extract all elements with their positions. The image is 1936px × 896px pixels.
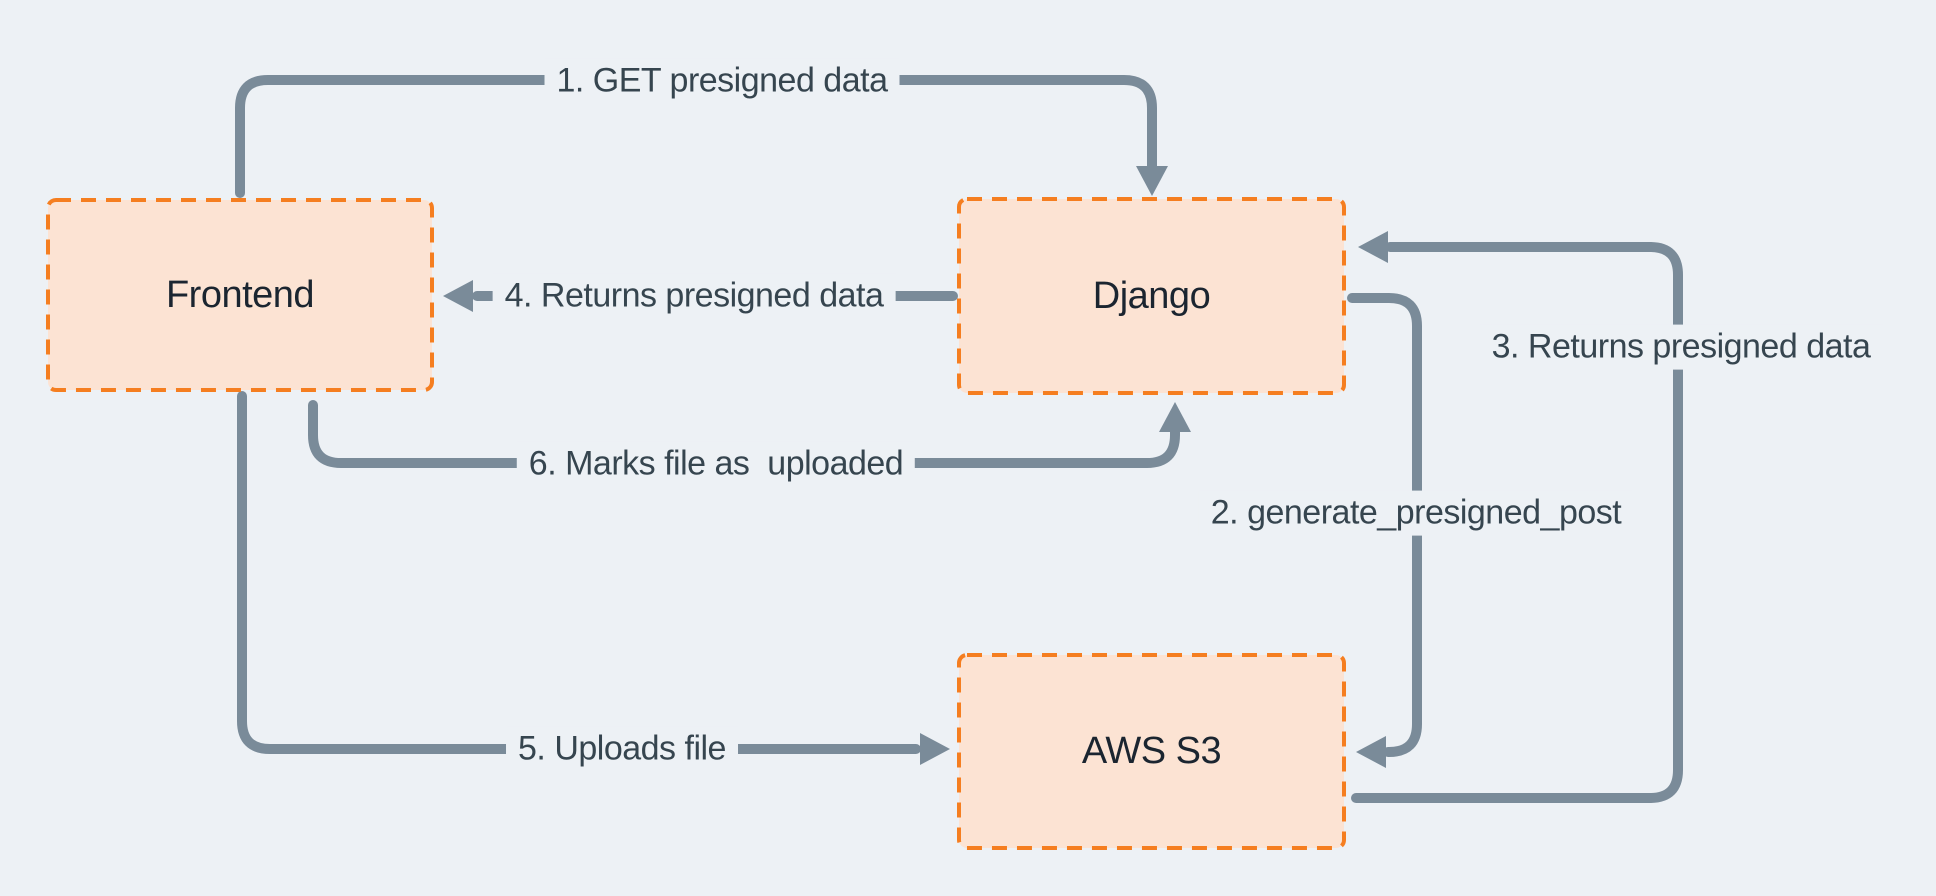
- arrow-4-arrowhead: [443, 280, 473, 312]
- arrow-3-arrowhead: [1358, 231, 1388, 263]
- django-box: [957, 197, 1346, 395]
- arrow-2-arrowhead: [1356, 736, 1386, 768]
- arrow-1-arrowhead: [1136, 166, 1168, 196]
- frontend-box-label: Frontend: [165, 273, 315, 316]
- aws-s3-box: [957, 653, 1346, 850]
- aws-s3-box-label: AWS S3: [1081, 730, 1222, 772]
- arrow-4-label: 4. Returns presigned data: [492, 273, 896, 319]
- arrow-2-label: 2. generate_presigned_post: [1198, 490, 1634, 536]
- arrow-3-line: [1351, 242, 1683, 803]
- arrow-6-label: 6. Marks file as uploaded: [516, 441, 916, 487]
- arrow-5-arrowhead: [920, 733, 950, 765]
- django-box-label: Django: [1092, 274, 1211, 317]
- frontend-box: [46, 198, 434, 392]
- arrow-5-label: 5. Uploads file: [506, 726, 738, 772]
- arrow-5-line: [237, 391, 921, 754]
- arrow-6-arrowhead: [1159, 402, 1191, 432]
- arrow-3-label: 3. Returns presigned data: [1479, 324, 1883, 370]
- arrow-1-label: 1. GET presigned data: [544, 58, 900, 104]
